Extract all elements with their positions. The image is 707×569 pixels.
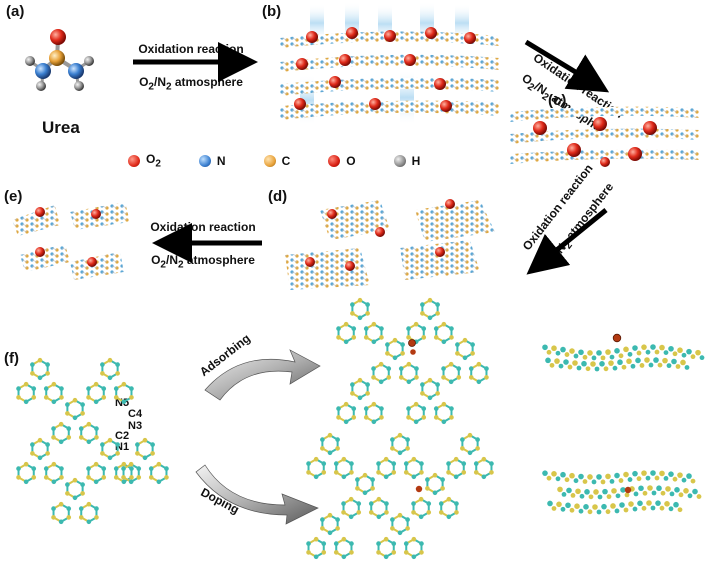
adsorbing-curved-arrow [204, 349, 321, 401]
heptazine-unit [16, 437, 64, 485]
atom-label-c2: C2 [115, 430, 130, 442]
heptazine-unit [406, 297, 454, 345]
urea-molecule [25, 29, 94, 91]
doping-curved-arrow [195, 464, 319, 525]
heptazine-unit [51, 397, 99, 445]
heptazine-unit [376, 432, 424, 480]
arrow-c-to-d [526, 208, 608, 275]
panel-label-e: (e) [4, 188, 23, 205]
lattice-side-view [542, 470, 696, 485]
heptazine-unit [86, 357, 134, 405]
legend-item-n: N [198, 152, 226, 169]
fragments-e [12, 202, 130, 280]
fragments-d [285, 199, 495, 290]
legend-item-o: O [328, 152, 356, 169]
heptazine-unit [341, 472, 389, 520]
panel-label-d: (d) [268, 188, 288, 205]
heptazine-unit [306, 512, 354, 560]
heptazine-unit [376, 512, 424, 560]
heptazine-unit [411, 472, 459, 520]
lattice-side-view [542, 344, 705, 361]
heptazine-unit [336, 377, 384, 425]
c-ball-icon [263, 154, 276, 167]
heptazine-unit [441, 337, 489, 385]
layered-stack-b [280, 2, 500, 125]
heptazine-unit [121, 437, 169, 485]
legend-item-o2: O2 [128, 152, 161, 169]
lattice-side-view [545, 357, 690, 372]
legend-item-h: H [393, 152, 420, 169]
h-ball-icon [393, 154, 406, 167]
layered-stack-c [510, 106, 700, 167]
heptazine-unit [86, 437, 134, 485]
reaction-title-ab: Oxidation reaction [138, 42, 244, 56]
arrow-b-to-c [524, 39, 610, 93]
panel-label-c: (c) [548, 92, 567, 109]
heptazine-unit [306, 432, 354, 480]
atom-legend: O2 N C O H [128, 152, 420, 169]
o2-ball-icon [128, 154, 140, 167]
atom-label-n3: N3 [128, 420, 143, 432]
atom-label-c4: C4 [128, 408, 143, 420]
o-ball-icon [328, 154, 341, 167]
oxygen-markers [408, 333, 632, 494]
heptazine-unit [406, 377, 454, 425]
urea-label: Urea [42, 118, 80, 137]
lattice-side-view [547, 500, 683, 515]
heptazine-unit [16, 357, 64, 405]
heptazine-unit [336, 297, 384, 345]
heptazine-unit [371, 337, 419, 385]
n-ball-icon [198, 154, 211, 167]
panel-label-b: (b) [262, 3, 282, 20]
lattice-side-view [557, 485, 702, 500]
panel-label-a: (a) [6, 3, 25, 20]
heptazine-unit [51, 477, 99, 525]
legend-item-c: C [263, 152, 290, 169]
heptazine-unit [446, 432, 494, 480]
lattice-layer [16, 297, 705, 560]
panel-label-f: (f) [4, 350, 19, 367]
